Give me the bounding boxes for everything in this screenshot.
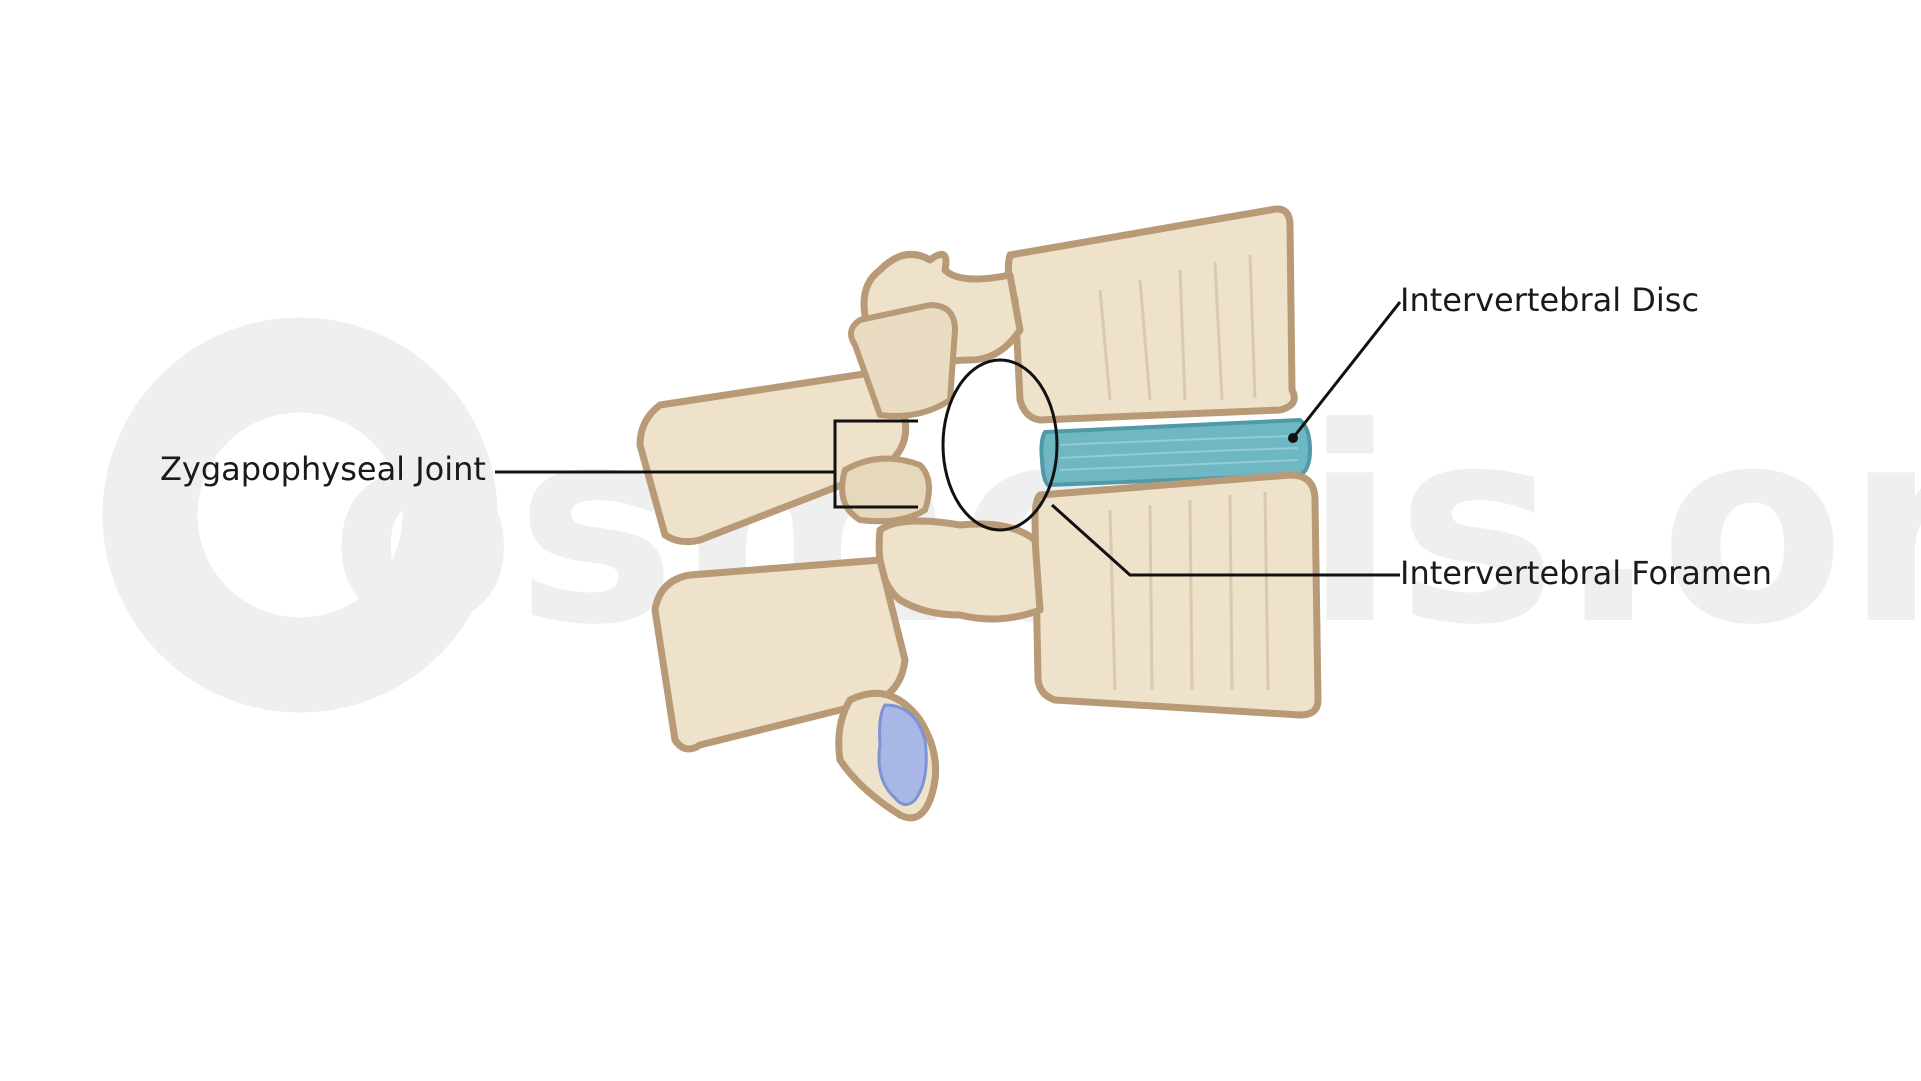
label-zygapophyseal-joint: Zygapophyseal Joint (160, 450, 486, 488)
foramen-ellipse (941, 358, 1059, 532)
disc-pointer-dot (1288, 433, 1298, 443)
label-intervertebral-foramen: Intervertebral Foramen (1400, 554, 1773, 592)
disc-leader-line (1291, 301, 1402, 439)
joint-bracket (833, 419, 918, 509)
upper-vertebra (636, 205, 1298, 546)
articular-cartilage (877, 703, 928, 806)
foramen-leader-line (1050, 503, 1400, 577)
label-intervertebral-disc: Intervertebral Disc (1400, 281, 1700, 319)
